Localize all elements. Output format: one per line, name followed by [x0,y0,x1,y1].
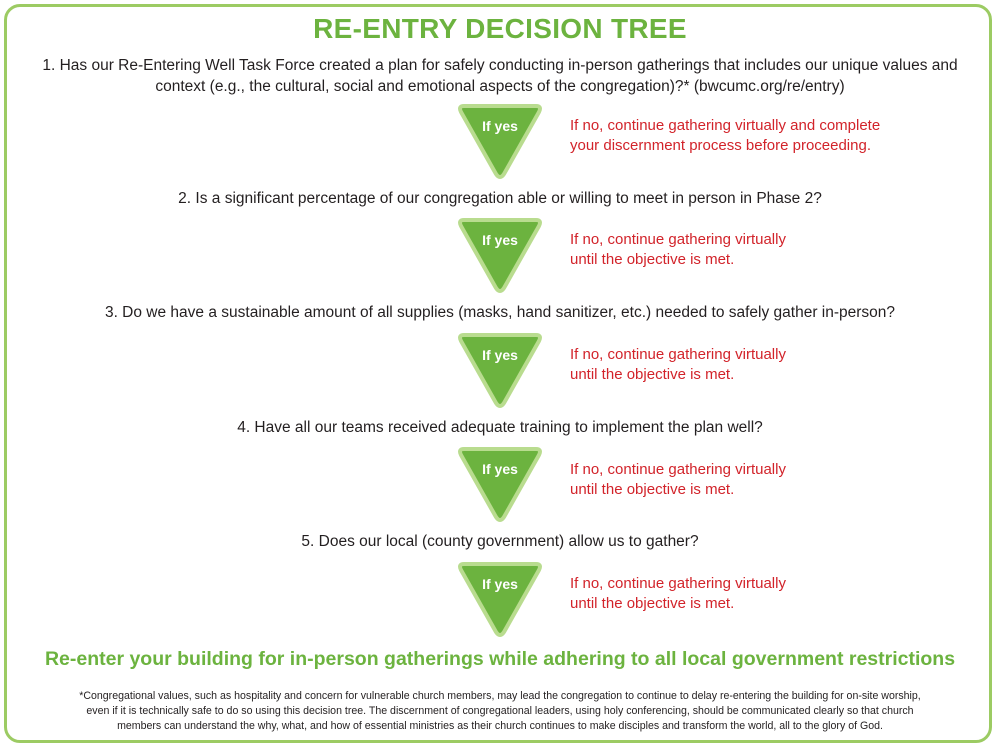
page-title: RE-ENTRY DECISION TREE [313,13,687,44]
question-5-line-1: 5. Does our local (county government) al… [301,533,699,550]
no-note-1-line-1: If no, continue gathering virtually and … [570,117,881,134]
yes-label-5: If yes [482,576,518,592]
no-note-4-line-1: If no, continue gathering virtually [570,461,786,478]
down-triangle-icon [458,562,542,637]
question-5: 5. Does our local (county government) al… [40,531,960,552]
yes-label-1: If yes [482,118,518,134]
page-border [4,4,992,743]
question-1-line-2: context (e.g., the cultural, social and … [155,78,845,95]
no-note-3-line-2: until the objective is met. [570,366,735,383]
question-4-line-1: 4. Have all our teams received adequate … [237,419,763,436]
question-2-line-1: 2. Is a significant percentage of our co… [178,190,822,207]
question-1-line-1: 1. Has our Re-Entering Well Task Force c… [42,57,958,74]
no-note-2-line-1: If no, continue gathering virtually [570,231,786,248]
yes-label-4: If yes [482,461,518,477]
footnote-line-1: *Congregational values, such as hospital… [79,690,921,702]
final-statement: Re-enter your building for in-person gat… [44,648,956,670]
footnote-line-3: members can understand the why, what, an… [117,720,883,732]
footnote-line-2: even if it is technically safe to do so … [86,705,914,717]
question-3-line-1: 3. Do we have a sustainable amount of al… [104,304,896,321]
footnote: *Congregational values, such as hospital… [30,689,970,734]
down-triangle-icon [458,447,542,522]
yes-arrow-1: If yes [452,98,548,182]
yes-arrow-2: If yes [452,212,548,296]
no-note-1-line-2: your discernment process before proceedi… [570,137,871,154]
no-note-5: If no, continue gathering virtually unti… [570,574,970,614]
no-note-3: If no, continue gathering virtually unti… [570,345,970,385]
yes-arrow-3: If yes [452,327,548,411]
yes-label-3: If yes [482,347,518,363]
no-note-5-line-1: If no, continue gathering virtually [570,575,786,592]
down-triangle-icon [458,104,542,179]
no-note-3-line-1: If no, continue gathering virtually [570,346,786,363]
down-triangle-icon [458,333,542,408]
no-note-5-line-2: until the objective is met. [570,595,735,612]
yes-arrow-5: If yes [452,556,548,640]
yes-label-2: If yes [482,232,518,248]
question-3: 3. Do we have a sustainable amount of al… [40,302,960,323]
no-note-4-line-2: until the objective is met. [570,481,735,498]
question-2: 2. Is a significant percentage of our co… [40,188,960,209]
down-triangle-icon [458,218,542,293]
no-note-1: If no, continue gathering virtually and … [570,116,970,156]
no-note-2-line-2: until the objective is met. [570,251,735,268]
no-note-4: If no, continue gathering virtually unti… [570,460,970,500]
question-4: 4. Have all our teams received adequate … [40,417,960,438]
yes-arrow-4: If yes [452,441,548,525]
question-1: 1. Has our Re-Entering Well Task Force c… [40,55,960,97]
no-note-2: If no, continue gathering virtually unti… [570,230,970,270]
